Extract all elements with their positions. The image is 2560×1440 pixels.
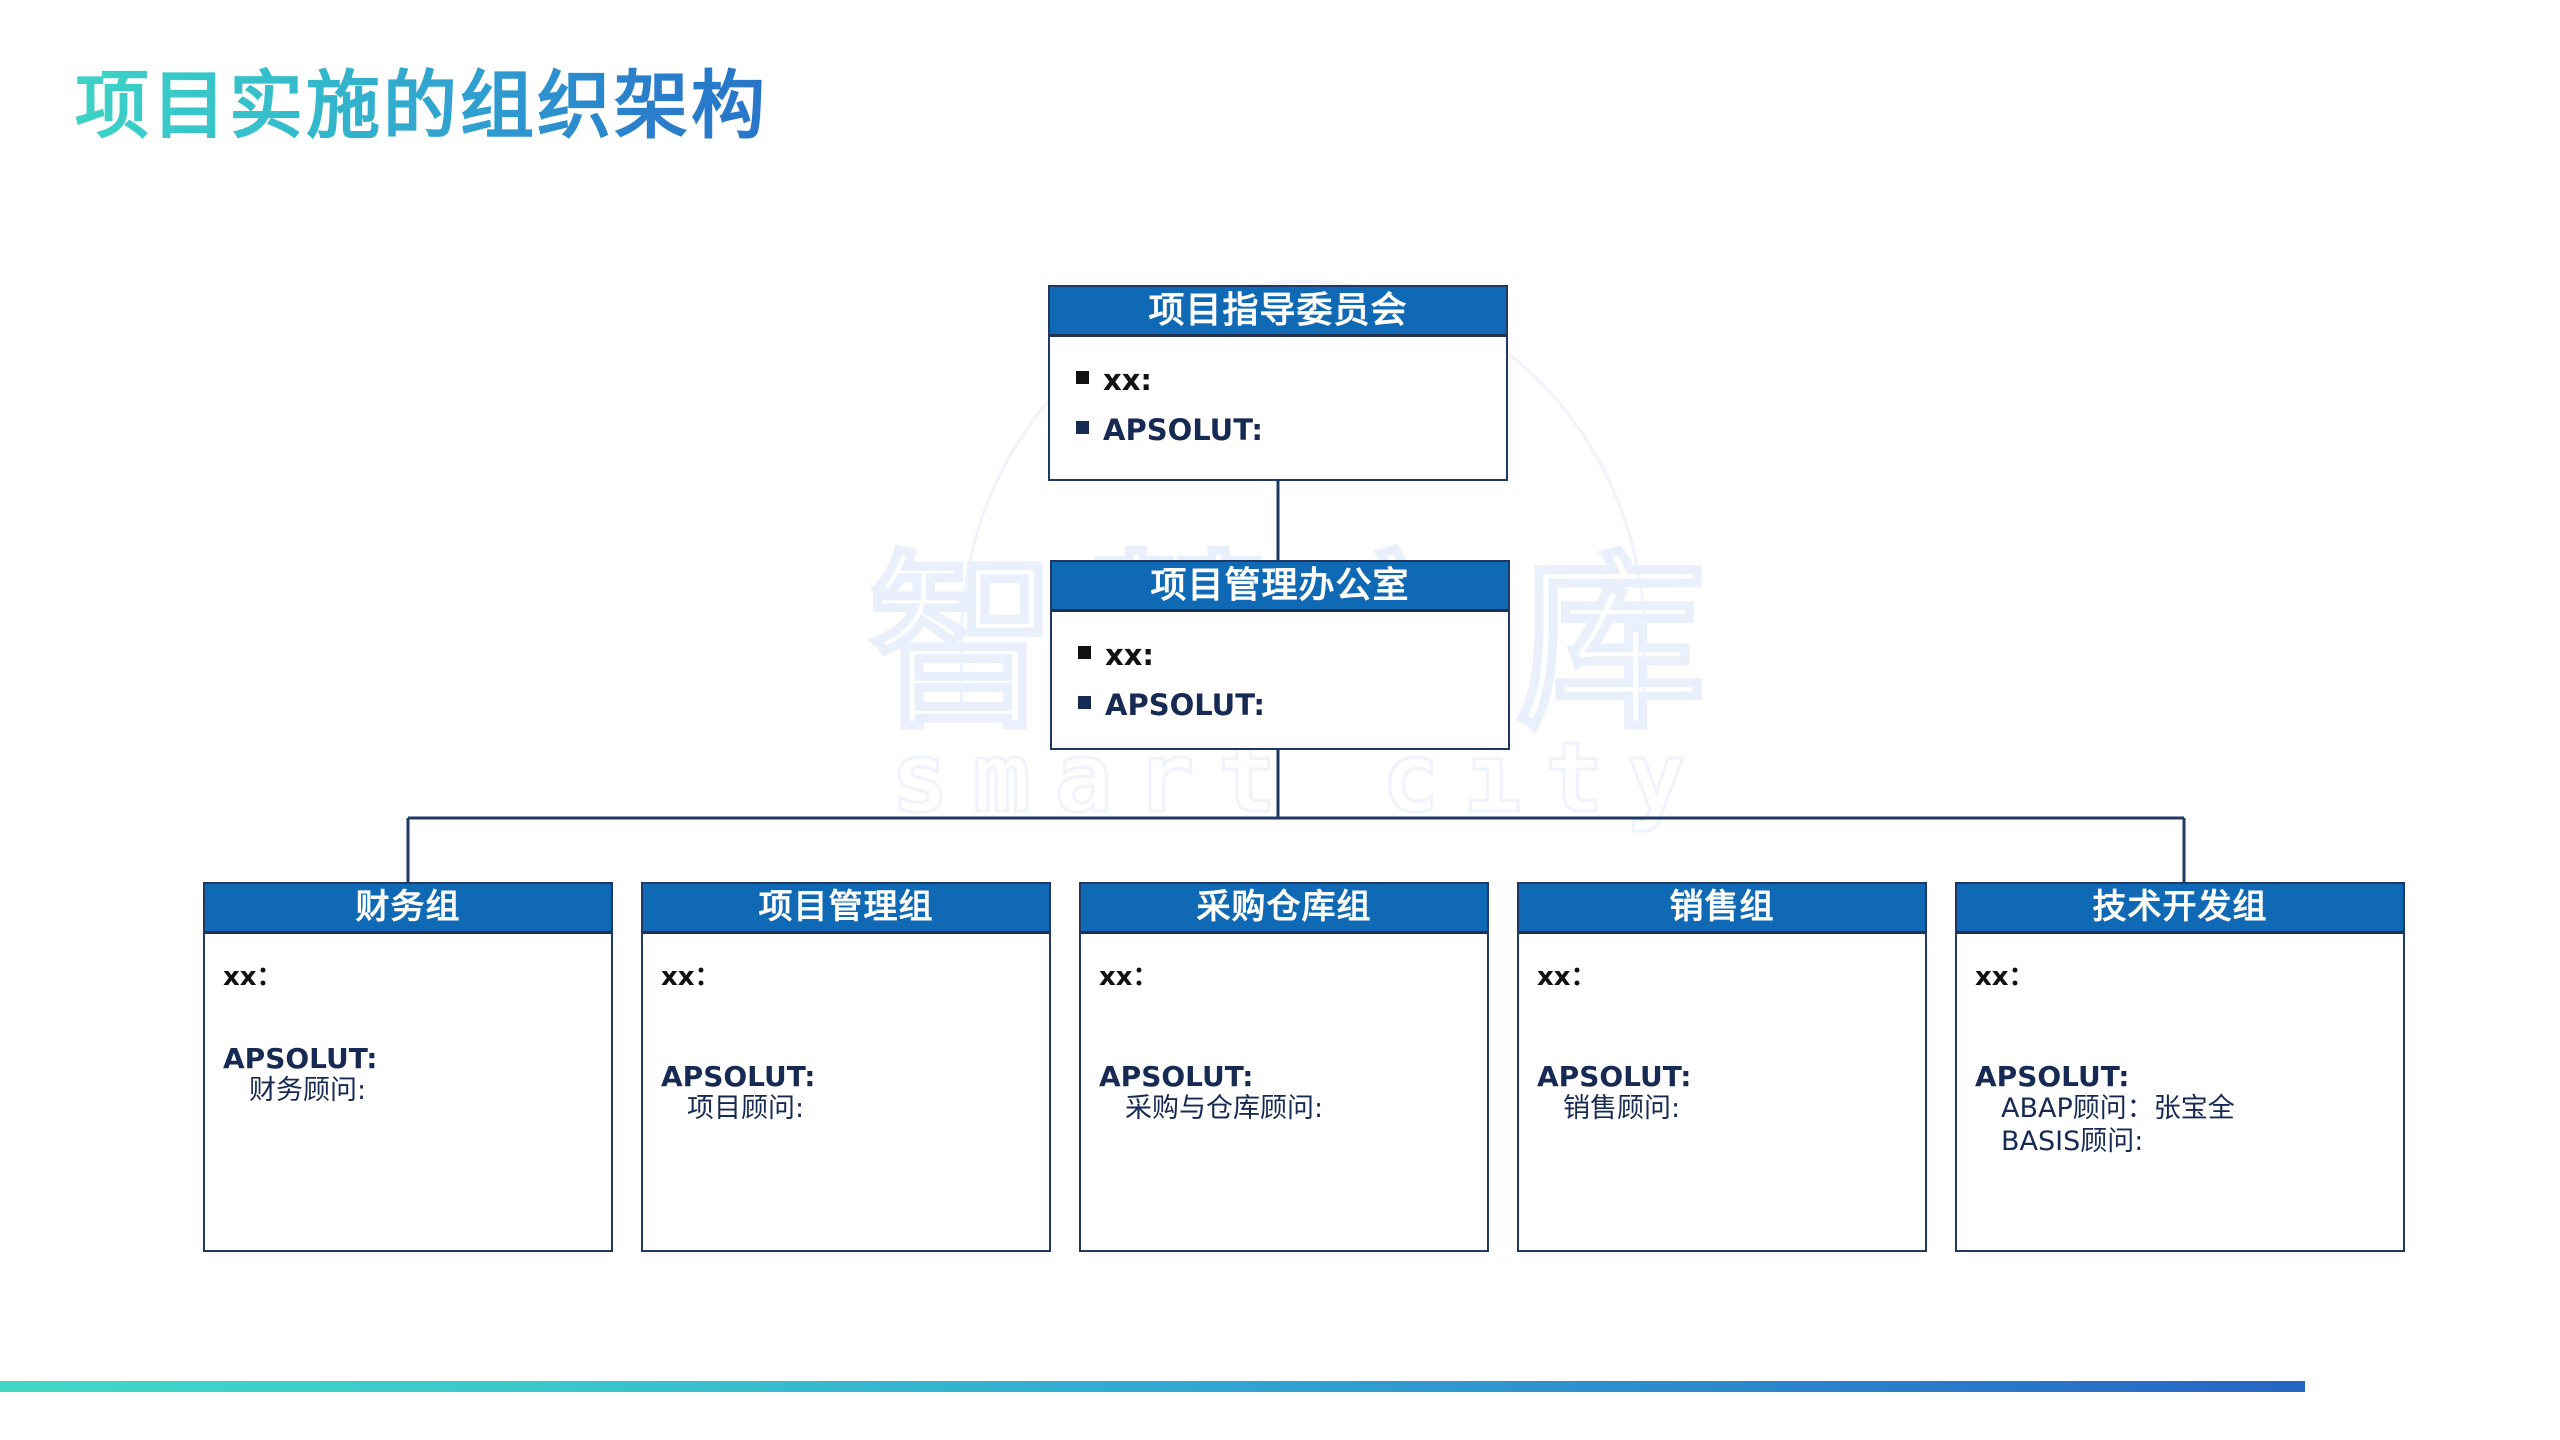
org-node-purchasing-warehouse-title: 采购仓库组 — [1081, 884, 1487, 934]
org-node-steering-body: xx: APSOLUT: — [1050, 337, 1506, 447]
org-node-finance-vendor: APSOLUT: — [223, 1042, 378, 1075]
org-node-project-mgmt-lead: xx： — [661, 962, 721, 992]
org-node-finance[interactable]: 财务组 xx： APSOLUT: 财务顾问: — [203, 882, 613, 1252]
org-node-tech-dev[interactable]: 技术开发组 xx： APSOLUT: ABAP顾问：张宝全 BASIS顾问: — [1955, 882, 2405, 1252]
org-node-tech-dev-lead: xx： — [1975, 962, 2035, 992]
org-node-project-mgmt-title: 项目管理组 — [643, 884, 1049, 934]
org-node-finance-vendor-block: APSOLUT: 财务顾问: — [223, 1042, 611, 1108]
org-node-steering-line-lead: xx: — [1076, 363, 1506, 397]
org-node-pmo-line-lead: xx: — [1078, 638, 1508, 672]
org-node-pmo-vendor-text: APSOLUT: — [1105, 688, 1266, 722]
square-bullet-icon — [1076, 421, 1089, 434]
org-node-finance-role-0: 财务顾问: — [249, 1075, 367, 1107]
org-node-steering-line-vendor: APSOLUT: — [1076, 413, 1506, 447]
org-node-tech-dev-vendor: APSOLUT: — [1975, 1060, 2130, 1093]
org-node-pmo-lead-text: xx: — [1105, 638, 1155, 672]
org-node-purchasing-warehouse-role-0: 采购与仓库顾问: — [1125, 1093, 1324, 1125]
org-node-purchasing-warehouse-body: xx： APSOLUT: 采购与仓库顾问: — [1081, 934, 1487, 1250]
square-bullet-icon — [1078, 646, 1091, 659]
org-node-finance-lead: xx： — [223, 962, 283, 992]
footer-accent-bar — [0, 1381, 2305, 1392]
org-node-project-mgmt-vendor-block: APSOLUT: 项目顾问: — [661, 1060, 1049, 1126]
org-node-project-mgmt-role-0: 项目顾问: — [687, 1093, 805, 1125]
org-node-pmo[interactable]: 项目管理办公室 xx: APSOLUT: — [1050, 560, 1510, 750]
org-node-tech-dev-vendor-block: APSOLUT: ABAP顾问：张宝全 BASIS顾问: — [1975, 1060, 2403, 1158]
org-node-sales-title: 销售组 — [1519, 884, 1925, 934]
org-node-purchasing-warehouse[interactable]: 采购仓库组 xx： APSOLUT: 采购与仓库顾问: — [1079, 882, 1489, 1252]
org-node-sales-vendor-block: APSOLUT: 销售顾问: — [1537, 1060, 1925, 1126]
org-node-steering-vendor-text: APSOLUT: — [1103, 413, 1264, 447]
square-bullet-icon — [1078, 696, 1091, 709]
square-bullet-icon — [1076, 371, 1089, 384]
org-node-project-mgmt-body: xx： APSOLUT: 项目顾问: — [643, 934, 1049, 1250]
org-node-project-mgmt-vendor: APSOLUT: — [661, 1060, 816, 1093]
org-node-steering-title: 项目指导委员会 — [1050, 287, 1506, 337]
org-node-tech-dev-title: 技术开发组 — [1957, 884, 2403, 934]
org-node-purchasing-warehouse-vendor: APSOLUT: — [1099, 1060, 1254, 1093]
org-node-project-mgmt[interactable]: 项目管理组 xx： APSOLUT: 项目顾问: — [641, 882, 1051, 1252]
org-node-pmo-body: xx: APSOLUT: — [1052, 612, 1508, 722]
org-node-sales-role-0: 销售顾问: — [1563, 1093, 1681, 1125]
org-node-tech-dev-body: xx： APSOLUT: ABAP顾问：张宝全 BASIS顾问: — [1957, 934, 2403, 1250]
org-node-purchasing-warehouse-vendor-block: APSOLUT: 采购与仓库顾问: — [1099, 1060, 1487, 1126]
org-node-steering[interactable]: 项目指导委员会 xx: APSOLUT: — [1048, 285, 1508, 481]
page-title: 项目实施的组织架构 — [75, 62, 768, 151]
org-node-steering-lead-text: xx: — [1103, 363, 1153, 397]
org-node-sales-body: xx： APSOLUT: 销售顾问: — [1519, 934, 1925, 1250]
org-node-finance-title: 财务组 — [205, 884, 611, 934]
org-node-sales[interactable]: 销售组 xx： APSOLUT: 销售顾问: — [1517, 882, 1927, 1252]
org-node-tech-dev-role-0: ABAP顾问：张宝全 — [2001, 1093, 2235, 1125]
org-node-pmo-title: 项目管理办公室 — [1052, 562, 1508, 612]
org-node-pmo-line-vendor: APSOLUT: — [1078, 688, 1508, 722]
org-node-sales-vendor: APSOLUT: — [1537, 1060, 1692, 1093]
org-node-sales-lead: xx： — [1537, 962, 1597, 992]
org-node-finance-body: xx： APSOLUT: 财务顾问: — [205, 934, 611, 1250]
org-node-tech-dev-role-1: BASIS顾问: — [2001, 1125, 2144, 1157]
org-node-purchasing-warehouse-lead: xx： — [1099, 962, 1159, 992]
